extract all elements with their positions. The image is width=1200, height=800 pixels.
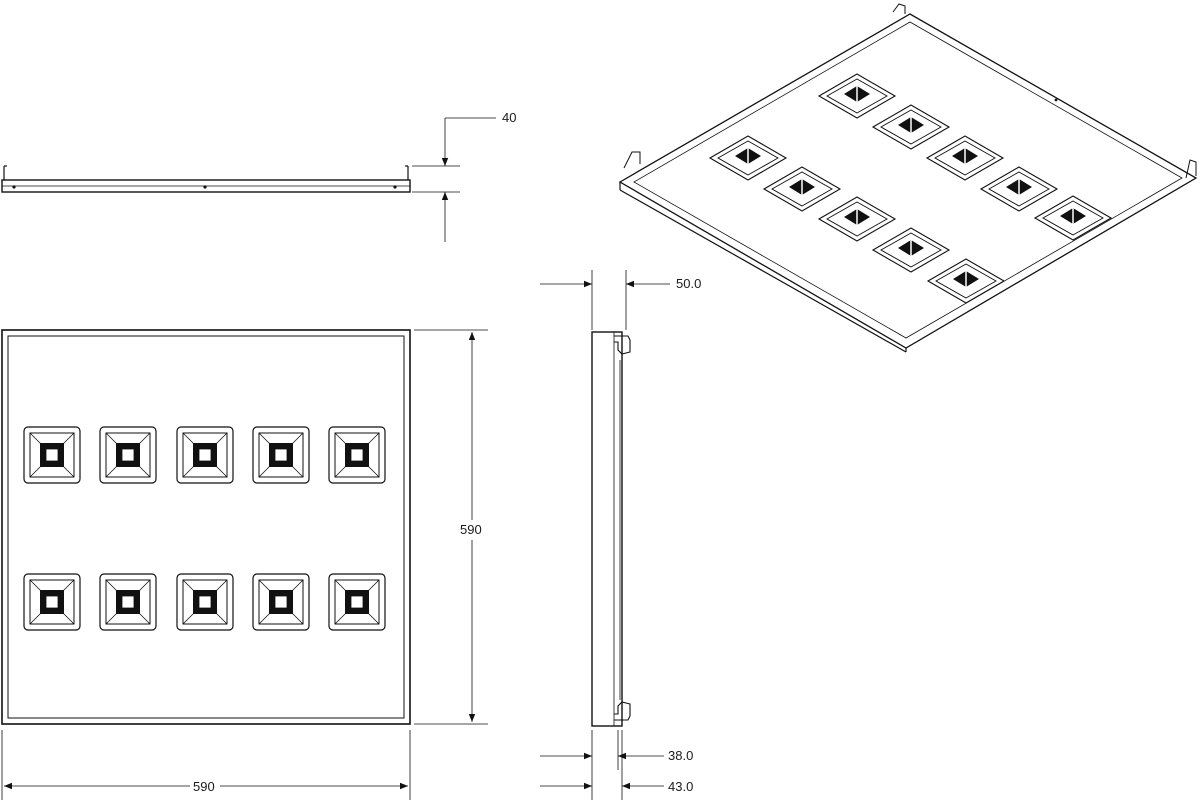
iso-light-module xyxy=(1033,195,1113,241)
dimension-side-height: 40 xyxy=(502,110,516,125)
side-view: 40 xyxy=(1,110,516,242)
iso-light-module xyxy=(762,166,842,212)
iso-module-grid xyxy=(708,73,1113,304)
front-module-grid xyxy=(23,426,386,631)
dimension-profile-top: 50.0 xyxy=(676,276,701,291)
front-light-module xyxy=(23,426,81,484)
front-light-module xyxy=(252,426,310,484)
front-light-module xyxy=(328,573,386,631)
dimension-front-height: 590 xyxy=(460,522,482,537)
iso-light-module xyxy=(817,196,897,242)
iso-light-module xyxy=(925,135,1005,181)
dimension-profile-bottom-outer: 43.0 xyxy=(668,779,693,794)
front-light-module xyxy=(99,573,157,631)
front-light-module xyxy=(252,573,310,631)
iso-light-module xyxy=(871,227,951,273)
dimension-profile-bottom-inner: 38.0 xyxy=(668,748,693,763)
iso-light-module xyxy=(871,104,951,150)
dimension-front-width: 590 xyxy=(193,779,215,794)
iso-light-module xyxy=(817,73,897,119)
front-light-module xyxy=(176,426,234,484)
profile-view: 50.0 38.0 43.0 xyxy=(540,270,701,800)
isometric-view xyxy=(618,3,1198,353)
front-light-module xyxy=(99,426,157,484)
front-view: 590 590 xyxy=(1,329,488,800)
iso-light-module xyxy=(708,135,788,181)
front-light-module xyxy=(328,426,386,484)
iso-light-module xyxy=(926,258,1006,304)
iso-light-module xyxy=(979,166,1059,212)
front-light-module xyxy=(176,573,234,631)
front-light-module xyxy=(23,573,81,631)
